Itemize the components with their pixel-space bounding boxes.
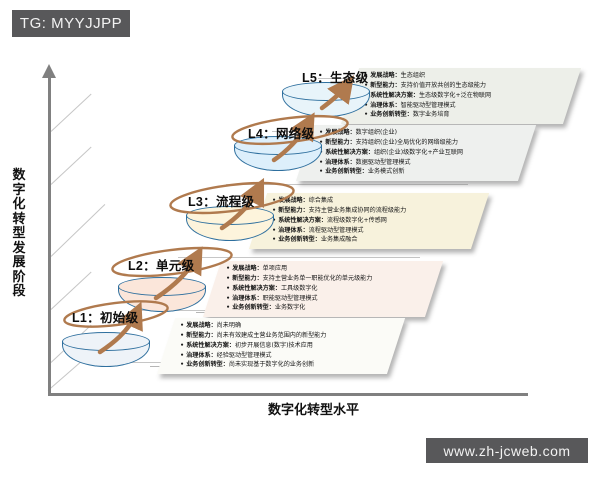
cylinder-top	[62, 332, 150, 351]
info-item: • 系统性解决方案：工具级数字化	[226, 284, 318, 292]
info-item: • 业务创新转型：数字业务培育	[364, 111, 450, 119]
info-item: • 业务创新转型：尚未实现基于数字化的业务创新	[180, 361, 315, 369]
info-item: • 治理体系：智能驱动型管理模式	[364, 101, 456, 109]
stair-diag-0	[47, 361, 81, 391]
info-item: • 治理体系：流程驱动型管理模式	[272, 226, 364, 234]
info-item: • 新型能力：支持组织(企业)全局优化的网络级能力	[319, 138, 458, 146]
info-item: • 系统性解决方案：生态级数字化+泛在物联网	[364, 91, 492, 99]
y-axis-label: 数字化转型发展阶段	[12, 167, 26, 299]
info-item: • 治理体系：职能驱动型管理模式	[226, 294, 318, 302]
level-label-L1: L1：初始级	[72, 311, 139, 325]
info-item: • 发展战略：尚未明确	[180, 322, 242, 329]
info-panel-L4: • 发展战略：数字组织(企业) • 新型能力：支持组织(企业)全局优化的网络级能…	[295, 125, 537, 182]
info-panel-L2: • 发展战略：单项应用 • 新型能力：支持主营业务单一职能优化的单元级能力 • …	[202, 261, 444, 318]
info-list-L1: • 发展战略：尚未明确 • 新型能力：尚未有效建成主营业务范围内的新型能力 • …	[180, 321, 386, 370]
y-axis	[48, 76, 51, 394]
watermark-bottom: www.zh-jcweb.com	[426, 438, 588, 463]
info-item: • 业务创新转型：业务数字化	[226, 304, 306, 312]
level-label-L2: L2：单元级	[128, 259, 195, 273]
level-label-L4: L4：网络级	[248, 127, 315, 141]
info-item: • 业务创新转型：业务集成融合	[272, 236, 358, 244]
info-item: • 系统性解决方案：初步开展信息(数字)技术应用	[180, 341, 313, 349]
stair-line-3	[178, 257, 420, 258]
info-item: • 系统性解决方案：流程级数字化+传感网	[272, 216, 387, 224]
info-item: • 发展战略：综合集成	[272, 197, 334, 204]
info-panel-L5: • 发展战略：生态组织 • 新型能力：支持价值开放共创的生态级能力 • 系统性解…	[340, 68, 582, 125]
info-list-L4: • 发展战略：数字组织(企业) • 新型能力：支持组织(企业)全局优化的网络级能…	[319, 128, 517, 177]
info-item: • 新型能力：尚未有效建成主营业务范围内的新型能力	[180, 331, 327, 339]
level-label-L3: L3：流程级	[188, 195, 255, 209]
info-list-L2: • 发展战略：单项应用 • 新型能力：支持主营业务单一职能优化的单元级能力 • …	[226, 264, 424, 313]
info-item: • 系统性解决方案：组织(企业)级数字化+产业互联网	[319, 148, 464, 156]
info-list-L3: • 发展战略：综合集成 • 新型能力：支持主营业务集成协同的流程级能力 • 系统…	[272, 196, 470, 245]
stair-diag-2	[50, 271, 92, 310]
y-axis-arrow	[42, 64, 56, 78]
info-item: • 业务创新转型：业务模式创新	[319, 168, 405, 176]
info-item: • 治理体系：数据驱动型管理模式	[319, 158, 411, 166]
level-label-L5: L5：生态级	[302, 71, 369, 85]
stair-line-4	[226, 184, 468, 185]
stair-diag-5	[50, 93, 92, 132]
x-axis	[48, 393, 528, 396]
info-item: • 新型能力：支持主营业务单一职能优化的单元级能力	[226, 274, 373, 282]
stair-diag-4	[50, 146, 92, 185]
info-item: • 新型能力：支持价值开放共创的生态级能力	[364, 81, 486, 89]
info-item: • 发展战略：生态组织	[364, 72, 426, 79]
watermark-top: TG: MYYJJPP	[12, 10, 130, 37]
info-item: • 治理体系：经验驱动型管理模式	[180, 351, 272, 359]
info-list-L5: • 发展战略：生态组织 • 新型能力：支持价值开放共创的生态级能力 • 系统性解…	[364, 71, 562, 120]
x-axis-label: 数字化转型水平	[268, 402, 360, 417]
cylinder-top	[118, 277, 206, 296]
info-panel-L3: • 发展战略：综合集成 • 新型能力：支持主营业务集成协同的流程级能力 • 系统…	[248, 193, 490, 250]
stair-diag-3	[50, 204, 106, 257]
info-item: • 新型能力：支持主营业务集成协同的流程级能力	[272, 206, 407, 214]
info-item: • 发展战略：单项应用	[226, 265, 288, 272]
info-panel-L1: • 发展战略：尚未明确 • 新型能力：尚未有效建成主营业务范围内的新型能力 • …	[156, 318, 406, 375]
info-item: • 发展战略：数字组织(企业)	[319, 129, 397, 136]
